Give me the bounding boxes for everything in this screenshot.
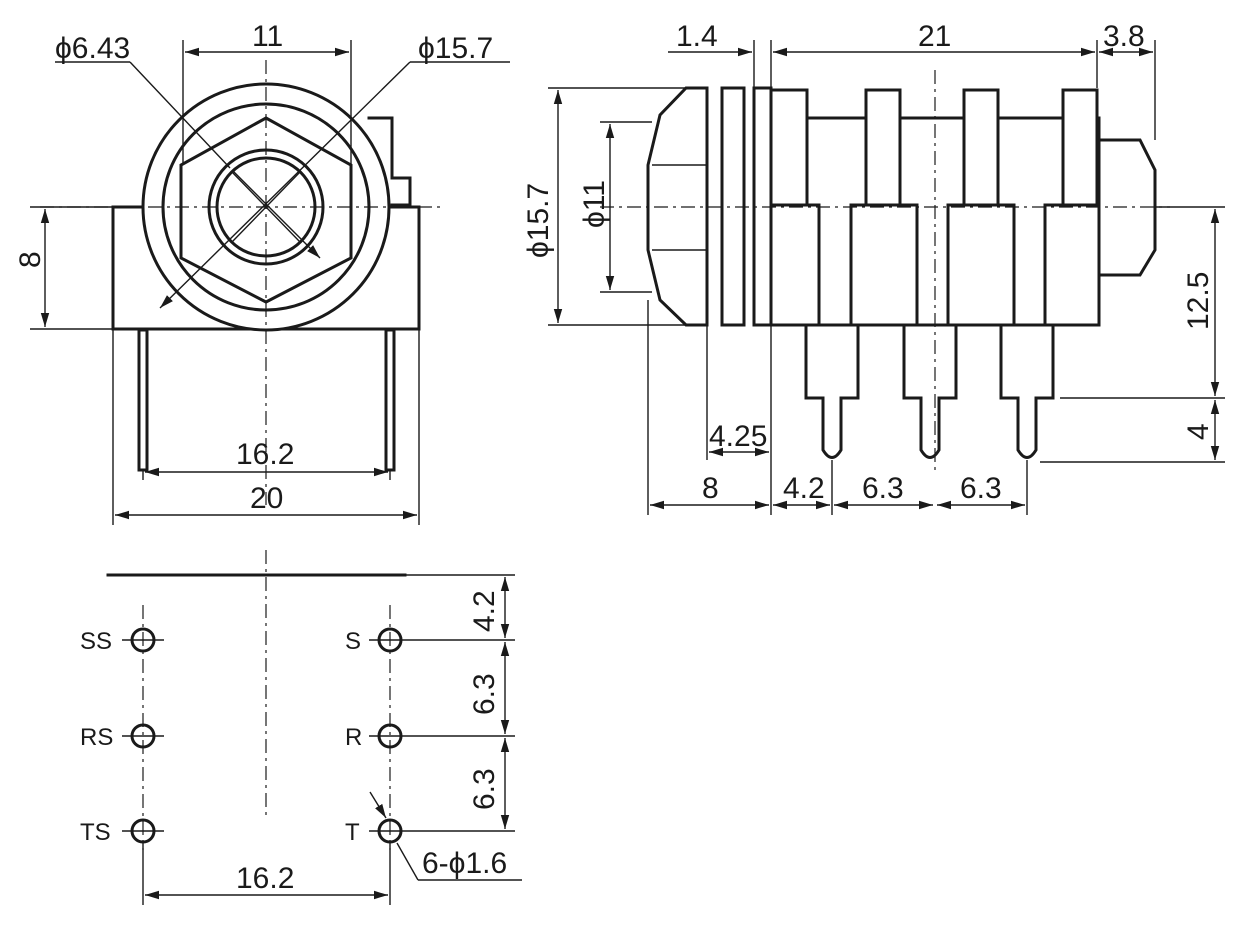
dim-fp-spacing: 16.2 xyxy=(236,862,294,895)
dim-fp-d1: 4.2 xyxy=(468,590,501,632)
hole-r xyxy=(369,723,411,749)
side-view: 1.4 21 3.8 ϕ15.7 ϕ11 12.5 4 4.25 8 4.2 6… xyxy=(522,20,1225,515)
dim-flat-width: 11 xyxy=(252,20,283,53)
hole-rs xyxy=(122,723,164,749)
dim-body-width: 20 xyxy=(250,482,283,515)
footprint-view: 4.2 6.3 6.3 16.2 6-ϕ1.6 SS RS TS S R T xyxy=(80,550,522,905)
dim-inner-dia: ϕ11 xyxy=(578,180,611,228)
pin-label-t: T xyxy=(345,819,360,846)
dim-pitch1: 4.2 xyxy=(783,472,825,505)
dim-pin-len: 4 xyxy=(1182,423,1215,440)
hole-s xyxy=(369,627,411,653)
dim-pitch2: 6.3 xyxy=(862,472,904,505)
dim-front-len: 8 xyxy=(702,472,719,505)
front-pin-left xyxy=(137,328,149,472)
front-view: ϕ6.43 11 ϕ15.7 8 16.2 20 xyxy=(14,20,510,525)
ground-tab xyxy=(367,116,412,207)
dim-hole-dia: ϕ6.43 xyxy=(55,32,130,65)
pin-label-s: S xyxy=(345,628,361,655)
pin-label-r: R xyxy=(345,724,362,751)
dim-fp-d2: 6.3 xyxy=(468,673,501,715)
dim-pin-spacing: 16.2 xyxy=(236,438,294,471)
side-pin-3 xyxy=(999,323,1055,459)
dim-rear: 3.8 xyxy=(1103,20,1145,53)
pin-label-rs: RS xyxy=(80,724,113,751)
dim-height: 8 xyxy=(14,251,47,268)
dim-body-len: 21 xyxy=(918,20,951,53)
dim-height-right: 12.5 xyxy=(1182,272,1215,330)
dim-washer: 1.4 xyxy=(676,20,718,53)
pin-label-ss: SS xyxy=(80,628,112,655)
dim-pitch3: 6.3 xyxy=(960,472,1002,505)
dim-nut-len: 4.25 xyxy=(709,420,767,453)
dim-fp-d3: 6.3 xyxy=(468,768,501,810)
dim-thread-dia: ϕ15.7 xyxy=(522,183,555,258)
pin-label-ts: TS xyxy=(80,819,111,846)
dim-outer-dia: ϕ15.7 xyxy=(418,32,493,65)
side-nut xyxy=(646,86,709,327)
hole-ss xyxy=(122,627,164,653)
front-pin-right xyxy=(384,328,396,472)
side-pin-1 xyxy=(804,323,860,459)
dim-fp-holes: 6-ϕ1.6 xyxy=(422,847,507,880)
side-pin-2 xyxy=(902,323,958,459)
